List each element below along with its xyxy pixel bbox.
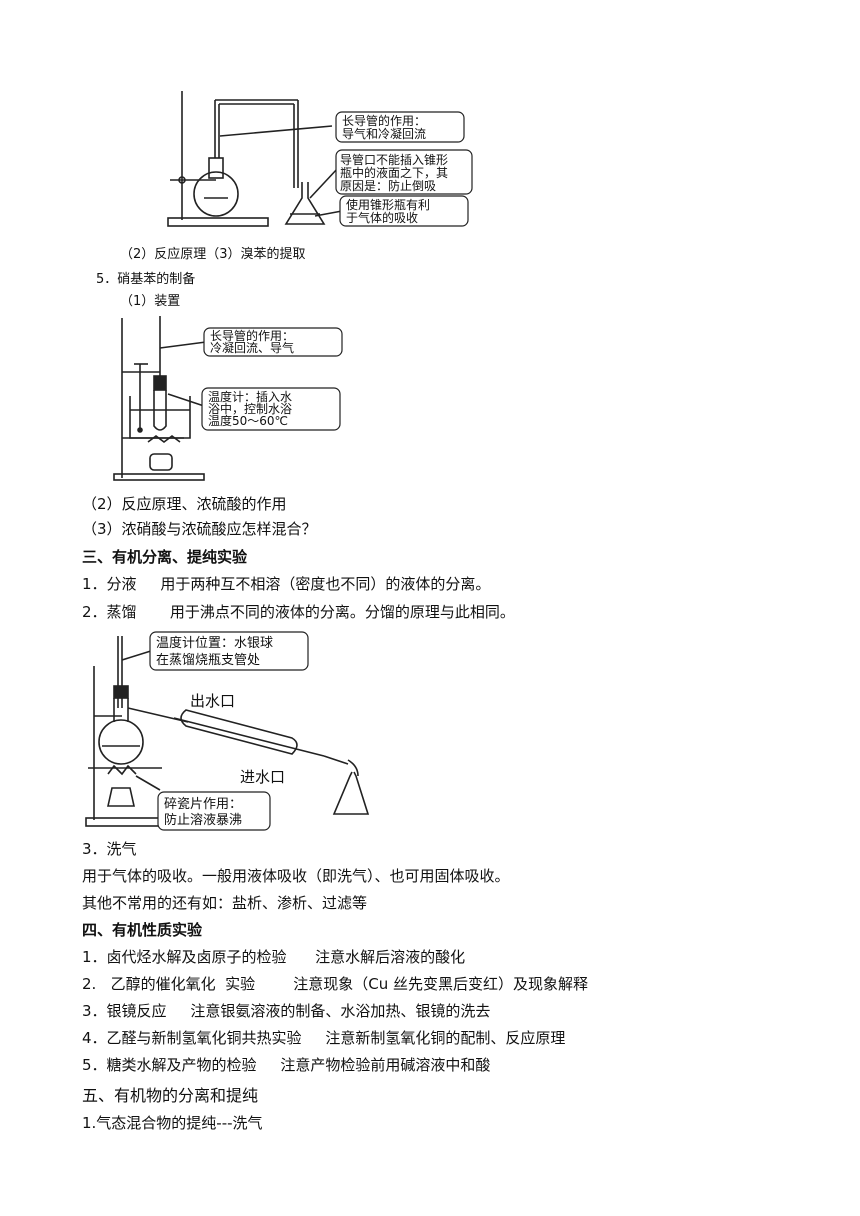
text-line-mixing: （3）浓硝酸与浓硫酸应怎样混合？ [82, 520, 317, 538]
distillation-apparatus-diagram: 温度计位置：水银球 在蒸馏烧瓶支管处 出水口 进水口 碎瓷片作用： 防止溶液暴沸 [85, 631, 370, 831]
prop-item-3: 3．银镜反应 注意银氨溶液的制备、水浴加热、银镜的洗去 [82, 1002, 491, 1020]
other-methods: 其他不常用的还有如：盐析、渗析、过滤等 [82, 894, 368, 912]
item-distillation: 2．蒸馏 用于沸点不同的液体的分离。分馏的原理与此相同。 [82, 603, 515, 621]
text-line-reaction: （2）反应原理（3）溴苯的提取 [120, 247, 306, 262]
prop-item-5: 5．糖类水解及产物的检验 注意产物检验前用碱溶液中和酸 [82, 1056, 491, 1074]
text-line-nitrobenzene: 5．硝基苯的制备 [96, 272, 196, 287]
flask-label: 使用锥形瓶有利 [346, 197, 430, 212]
flask-label-2: 于气体的吸收 [346, 210, 418, 225]
nitro-tube-label-2: 冷凝回流、导气 [210, 340, 294, 355]
item-separation-funnel: 1．分液 用于两种互不相溶（密度也不同）的液体的分离。 [82, 575, 491, 593]
bromobenzene-apparatus-diagram: 长导管的作用： 导气和冷凝回流 导管口不能插入锥形 瓶中的液面之下，其 原因是：… [167, 91, 473, 227]
long-tube-label: 长导管的作用： [342, 113, 426, 128]
text-line-apparatus: （1）装置 [120, 294, 181, 309]
heading-separation: 三、有机分离、提纯实验 [82, 548, 248, 566]
tube-mouth-label-2: 瓶中的液面之下，其 [340, 165, 448, 180]
prop-item-1: 1．卤代烃水解及卤原子的检验 注意水解后溶液的酸化 [82, 948, 466, 966]
distill-thermometer-label: 温度计位置：水银球 [156, 635, 273, 651]
distill-thermometer-label-2: 在蒸馏烧瓶支管处 [156, 653, 260, 668]
water-outlet-label: 出水口 [190, 692, 235, 710]
thermometer-label-3: 温度50～60℃ [208, 413, 288, 428]
prop-item-4: 4．乙醛与新制氢氧化铜共热实验 注意新制氢氧化铜的配制、反应原理 [82, 1029, 566, 1047]
water-inlet-label: 进水口 [240, 768, 285, 786]
purification-item-1: 1.气态混合物的提纯---洗气 [82, 1114, 263, 1132]
chips-label-2: 防止溶液暴沸 [164, 812, 242, 828]
nitrobenzene-apparatus-diagram: 长导管的作用： 冷凝回流、导气 温度计：插入水 浴中，控制水浴 温度50～60℃ [113, 316, 343, 481]
thermometer-label-2: 浴中，控制水浴 [208, 401, 292, 416]
heading-purification: 五、有机物的分离和提纯 [82, 1086, 259, 1105]
thermometer-label: 温度计：插入水 [208, 389, 292, 404]
chips-label: 碎瓷片作用： [164, 797, 242, 812]
long-tube-label-2: 导气和冷凝回流 [342, 126, 426, 141]
item-gas-washing: 3．洗气 [82, 840, 137, 858]
gas-washing-desc: 用于气体的吸收。一般用液体吸收（即洗气）、也可用固体吸收。 [82, 867, 510, 885]
tube-mouth-label-3: 原因是：防止倒吸 [340, 178, 436, 193]
tube-mouth-label: 导管口不能插入锥形 [340, 152, 448, 167]
nitro-tube-label: 长导管的作用： [210, 328, 294, 343]
text-line-reaction-2: （2）反应原理、浓硫酸的作用 [82, 495, 287, 513]
heading-properties: 四、有机性质实验 [82, 921, 203, 939]
prop-item-2: 2. 乙醇的催化氧化 实验 注意现象（Cu 丝先变黑后变红）及现象解释 [82, 975, 589, 993]
